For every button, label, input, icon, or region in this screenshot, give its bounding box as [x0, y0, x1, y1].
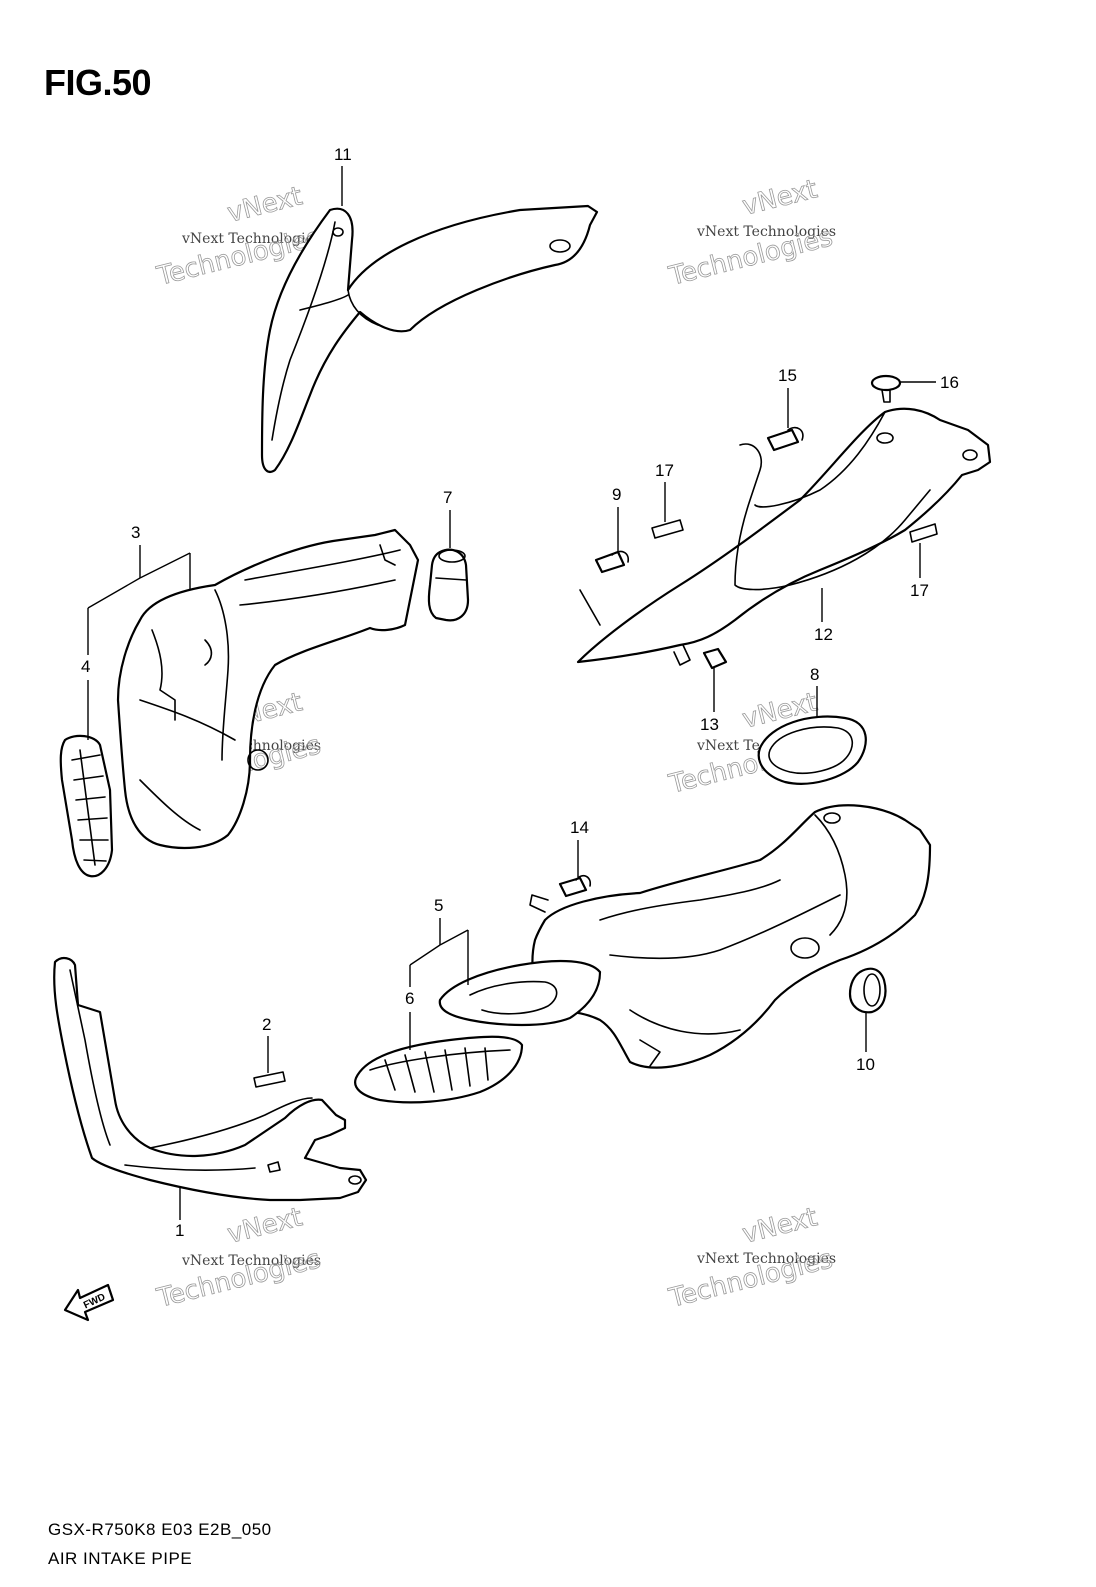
svg-text:vNext Technologies: vNext Technologies [696, 1251, 836, 1267]
svg-text:vNext: vNext [224, 1202, 305, 1249]
fwd-arrow-icon: FWD [63, 1283, 115, 1322]
callout-16: 16 [940, 373, 959, 392]
svg-text:vNext Technologies: vNext Technologies [696, 224, 836, 240]
part-16-grommet [870, 374, 902, 403]
part-15-screw [766, 426, 804, 452]
part-lower-intake-duct [529, 804, 932, 1069]
part-4-filter-screen [59, 734, 114, 878]
part-12-right-duct [576, 407, 992, 666]
callout-17-a: 17 [655, 461, 674, 480]
callout-4: 4 [81, 657, 90, 676]
callout-3: 3 [131, 523, 140, 542]
watermark-bottom-right: vNext Technologies vNext Technologies [665, 1202, 836, 1315]
callout-6: 6 [405, 989, 414, 1008]
callout-11: 11 [334, 145, 352, 164]
svg-text:vNext: vNext [739, 1202, 820, 1249]
part-7-sleeve [427, 548, 470, 622]
callouts: 11 3 4 7 15 16 17 9 17 12 8 13 14 5 [81, 145, 959, 1240]
part-11-duct-cover [260, 204, 599, 473]
callout-13: 13 [700, 715, 719, 734]
part-13-nut [702, 647, 728, 670]
callout-17-b: 17 [910, 581, 929, 600]
callout-12: 12 [814, 625, 833, 644]
part-8-seal [757, 715, 867, 785]
callout-7: 7 [443, 488, 452, 507]
callout-5: 5 [434, 896, 443, 915]
part-14-screw [558, 874, 592, 898]
callout-1: 1 [175, 1221, 184, 1240]
part-17-label-a [651, 519, 684, 539]
svg-text:vNext Technologies: vNext Technologies [181, 231, 321, 247]
part-9-screw [594, 550, 630, 574]
model-code: GSX-R750K8 E03 E2B_050 [48, 1520, 272, 1539]
part-3-intake-duct [116, 528, 420, 850]
callout-9: 9 [612, 485, 621, 504]
watermark-top-right: vNext Technologies vNext Technologies [665, 174, 836, 293]
svg-text:vNext Technologies: vNext Technologies [181, 1253, 321, 1269]
callout-2: 2 [262, 1015, 271, 1034]
callout-10: 10 [856, 1055, 875, 1074]
watermark-bottom-left: vNext Technologies vNext Technologies [153, 1202, 324, 1315]
svg-text:vNext: vNext [224, 181, 305, 228]
watermark-top-left: vNext Technologies vNext Technologies [153, 181, 324, 293]
part-1-lower-duct [53, 956, 368, 1202]
callout-8: 8 [810, 665, 819, 684]
callout-15: 15 [778, 366, 797, 385]
part-6-intake-grille [354, 1035, 524, 1104]
figure-title: FIG.50 [44, 62, 152, 103]
part-17-label-b [909, 523, 938, 543]
svg-text:vNext: vNext [739, 174, 820, 221]
part-2-label [253, 1071, 286, 1088]
part-5-inlet-cover [438, 959, 602, 1027]
part-10-cap [848, 967, 887, 1014]
callout-14: 14 [570, 818, 589, 837]
part-name: AIR INTAKE PIPE [48, 1549, 193, 1568]
